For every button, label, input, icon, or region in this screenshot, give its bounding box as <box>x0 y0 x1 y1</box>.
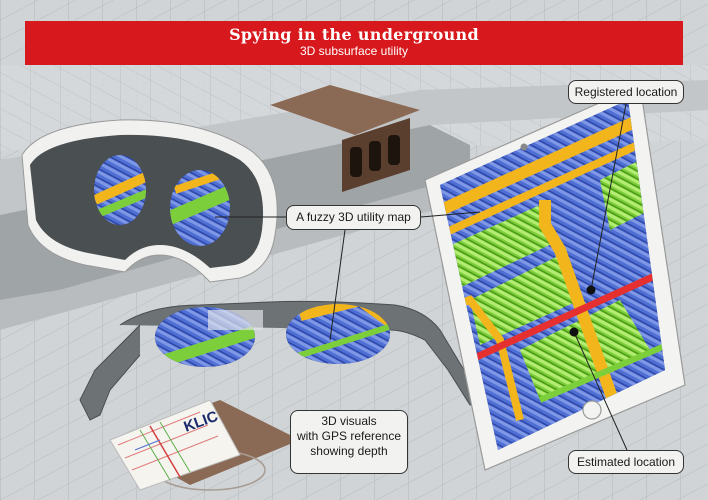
visuals-line-1: 3D visuals <box>321 414 377 428</box>
klic-map-card <box>109 399 241 491</box>
estimated-location-marker <box>569 327 579 337</box>
visuals-line-3: showing depth <box>310 444 388 458</box>
callout-leaders <box>215 103 628 451</box>
estimated-location-callout: Estimated location <box>568 450 684 474</box>
ar-glasses <box>79 300 486 421</box>
vr-headset <box>21 119 278 283</box>
drain-grate <box>270 85 420 192</box>
banner-subtitle: 3D subsurface utility <box>299 44 409 58</box>
tablet <box>424 84 686 471</box>
visuals-line-2: with GPS reference <box>296 429 402 443</box>
curb-top <box>0 80 708 215</box>
3d-visuals-callout: 3D visuals with GPS reference showing de… <box>290 410 408 474</box>
registered-location-callout: Registered location <box>568 80 684 104</box>
registered-location-marker <box>586 285 596 295</box>
fuzzy-map-callout: A fuzzy 3D utility map <box>286 205 421 230</box>
title-banner: Spying in the underground 3D subsurface … <box>25 21 683 65</box>
banner-title: Spying in the underground <box>229 25 479 44</box>
